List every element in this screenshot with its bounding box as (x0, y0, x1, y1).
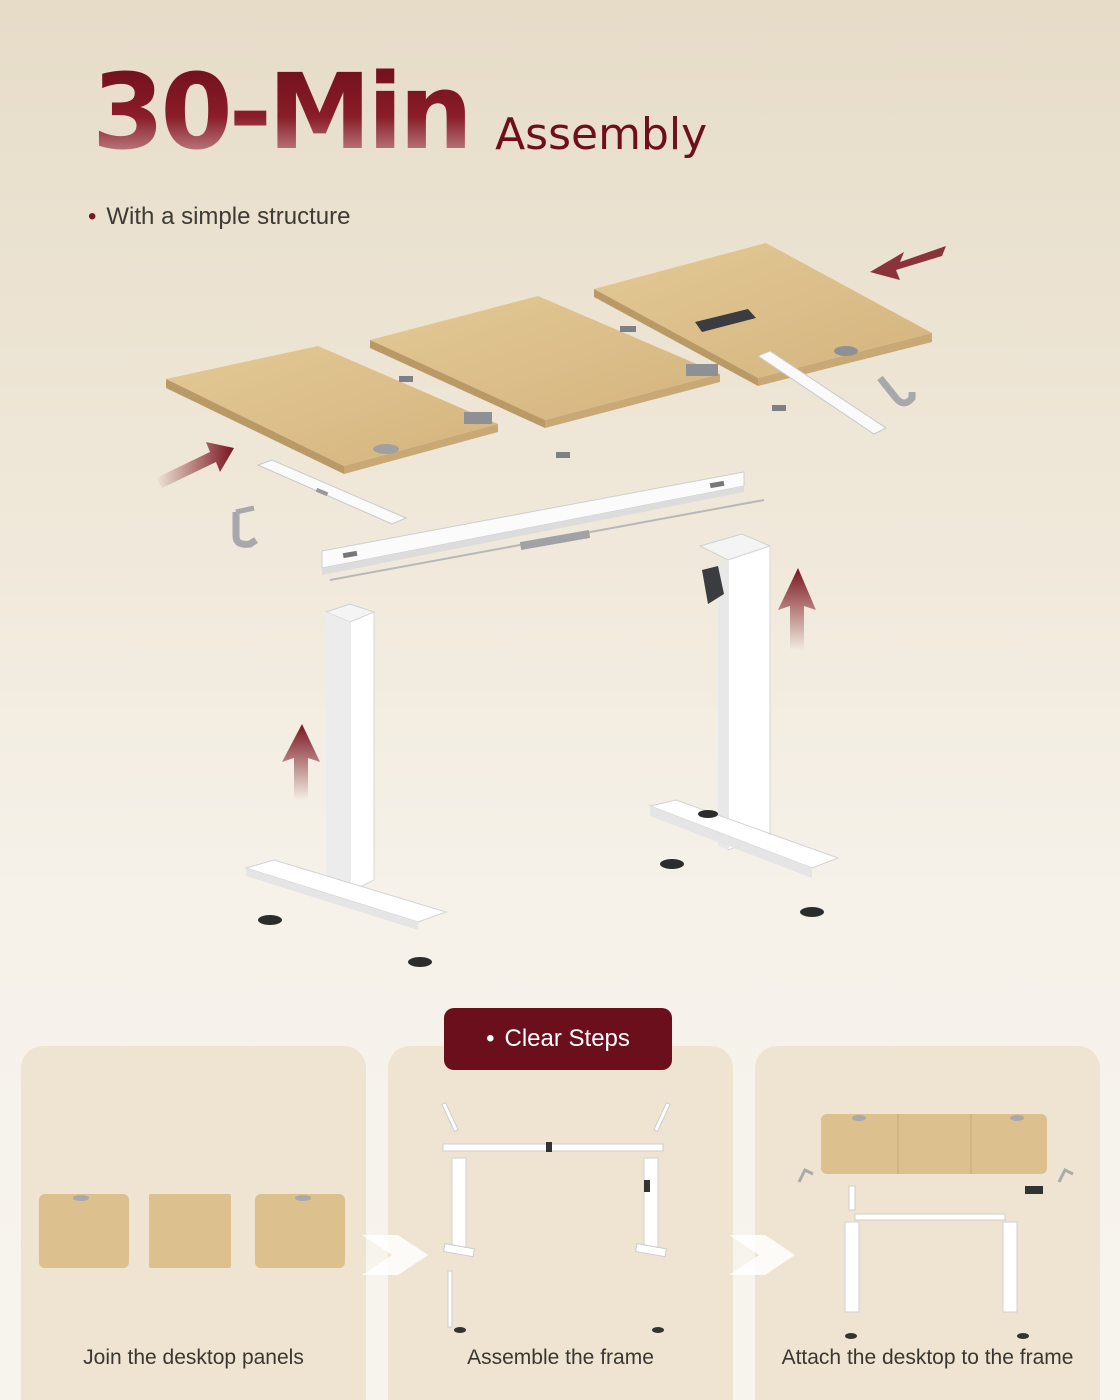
step-card-1: Join the desktop panels (21, 1046, 366, 1400)
subtitle-text: With a simple structure (106, 203, 351, 230)
chevron-right-icon (729, 1235, 795, 1275)
chevron-right-icon (362, 1235, 428, 1275)
left-hook (232, 505, 258, 548)
frame-illustration (441, 1101, 671, 1333)
left-desktop-panel (166, 346, 498, 474)
right-leg (648, 533, 840, 917)
desktop-on-frame-illustration (797, 1114, 1074, 1339)
step-card-2: Assemble the frame (388, 1046, 733, 1400)
step-3-caption: Attach the desktop to the frame (781, 1346, 1074, 1369)
left-side-bracket (256, 459, 408, 525)
step-1-caption: Join the desktop panels (83, 1346, 304, 1369)
bullet-icon: • (486, 1025, 495, 1052)
crossbeam (321, 471, 765, 581)
step-card-3: Attach the desktop to the frame (755, 1046, 1100, 1400)
exploded-desk-illustration (156, 243, 946, 967)
headline: 30-Min Assembly (92, 60, 707, 164)
arrow-up-right (778, 568, 816, 650)
desktop-panels-illustration (39, 1194, 345, 1268)
right-hook (877, 375, 916, 407)
badge-label: Clear Steps (504, 1025, 630, 1052)
motor (702, 566, 724, 604)
step-2-caption: Assemble the frame (467, 1346, 654, 1369)
right-side-bracket (756, 350, 887, 435)
arrow-up-left (282, 724, 320, 800)
headline-number: 30-Min (92, 51, 473, 173)
arrow-inward-right (870, 246, 946, 280)
control-panel (695, 309, 756, 332)
clear-steps-badge: • Clear Steps (444, 1008, 672, 1070)
arrow-inward-left (156, 442, 234, 488)
headline-word: Assembly (495, 109, 708, 160)
left-leg (244, 603, 448, 967)
subtitle: • With a simple structure (88, 203, 350, 231)
middle-desktop-panel (370, 296, 720, 458)
bullet-icon: • (88, 203, 97, 230)
